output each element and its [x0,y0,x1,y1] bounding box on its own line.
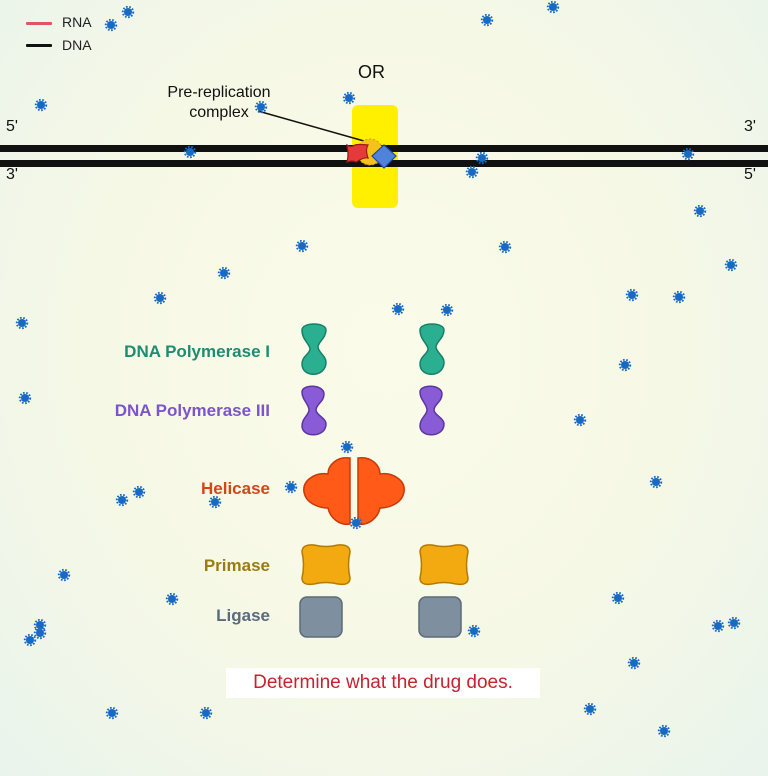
dna-legend-label: DNA [62,37,92,53]
primase-right[interactable] [419,544,469,586]
pre-replication-complex-label: Pre-replication complex [148,83,290,123]
helicase-label: Helicase [201,479,270,498]
drug-particle [649,475,663,489]
bottom-right-end-label: 5' [744,166,756,183]
bottom-left-end-label: 3' [6,166,18,183]
ligase-right[interactable] [418,596,462,638]
drug-particle [618,358,632,372]
drug-particle [295,239,309,253]
drug-particle [440,303,454,317]
drug-particle [727,616,741,630]
drug-particle [254,100,268,114]
drug-particle [33,626,47,640]
drug-particle [465,165,479,179]
drug-particle [480,13,494,27]
drug-particles [15,0,741,738]
dna-polymerase-iii-label: DNA Polymerase III [114,401,270,420]
drug-particle [627,656,641,670]
complex-label-line2: complex [189,104,249,121]
ligase-label: Ligase [216,606,270,625]
origin-label: OR [358,62,385,82]
dna-polymerase-iii-right[interactable] [419,385,445,436]
drug-particle [132,485,146,499]
drug-particle [34,98,48,112]
complex-blue-protein [371,144,397,169]
complex-red-protein [346,143,370,164]
drug-particle [498,240,512,254]
drug-particle [672,290,686,304]
drug-particle [105,706,119,720]
drug-particle [15,316,29,330]
drug-particle [611,591,625,605]
drug-particle [153,291,167,305]
drug-particle [657,724,671,738]
drug-particle [57,568,71,582]
dna-polymerase-iii-left[interactable] [301,385,327,436]
drug-particle [115,493,129,507]
top-right-end-label: 3' [744,118,756,135]
primase-left[interactable] [301,544,351,586]
drug-particle [121,5,135,19]
primase-label: Primase [203,556,270,575]
drug-particle [217,266,231,280]
dna-polymerase-i-label: DNA Polymerase I [124,342,270,361]
drug-particle [199,706,213,720]
drug-particle [724,258,738,272]
helicase-right-half [357,457,405,526]
drug-particle [284,480,298,494]
helicase-left-half [303,457,351,526]
drug-particle [467,624,481,638]
drug-particle [681,147,695,161]
pre-replication-complex[interactable] [346,138,397,169]
drug-particle [23,633,37,647]
drug-particle [349,516,363,530]
complex-pointer-line [257,110,365,142]
drug-particle [183,145,197,159]
drug-particle [391,302,405,316]
drug-particle [546,0,560,14]
rna-legend-label: RNA [62,14,92,30]
drug-particle [208,495,222,509]
drug-particle [573,413,587,427]
ligase-left[interactable] [299,596,343,638]
drug-particle [693,204,707,218]
dna-polymerase-i-left[interactable] [301,323,327,375]
drug-particle [104,18,118,32]
complex-label-line1: Pre-replication [167,84,271,101]
drug-particle [340,440,354,454]
drug-particle [18,391,32,405]
drug-particle [625,288,639,302]
drug-particle [583,702,597,716]
helicase[interactable] [303,457,405,526]
rna-legend-swatch [26,22,52,25]
top-left-end-label: 5' [6,118,18,135]
dna-legend-swatch [26,44,52,47]
drug-particle [475,151,489,165]
instruction-text: Determine what the drug does. [226,668,540,698]
drug-particle [342,91,356,105]
drug-particle [711,619,725,633]
dna-polymerase-i-right[interactable] [419,323,445,375]
drug-particle [165,592,179,606]
